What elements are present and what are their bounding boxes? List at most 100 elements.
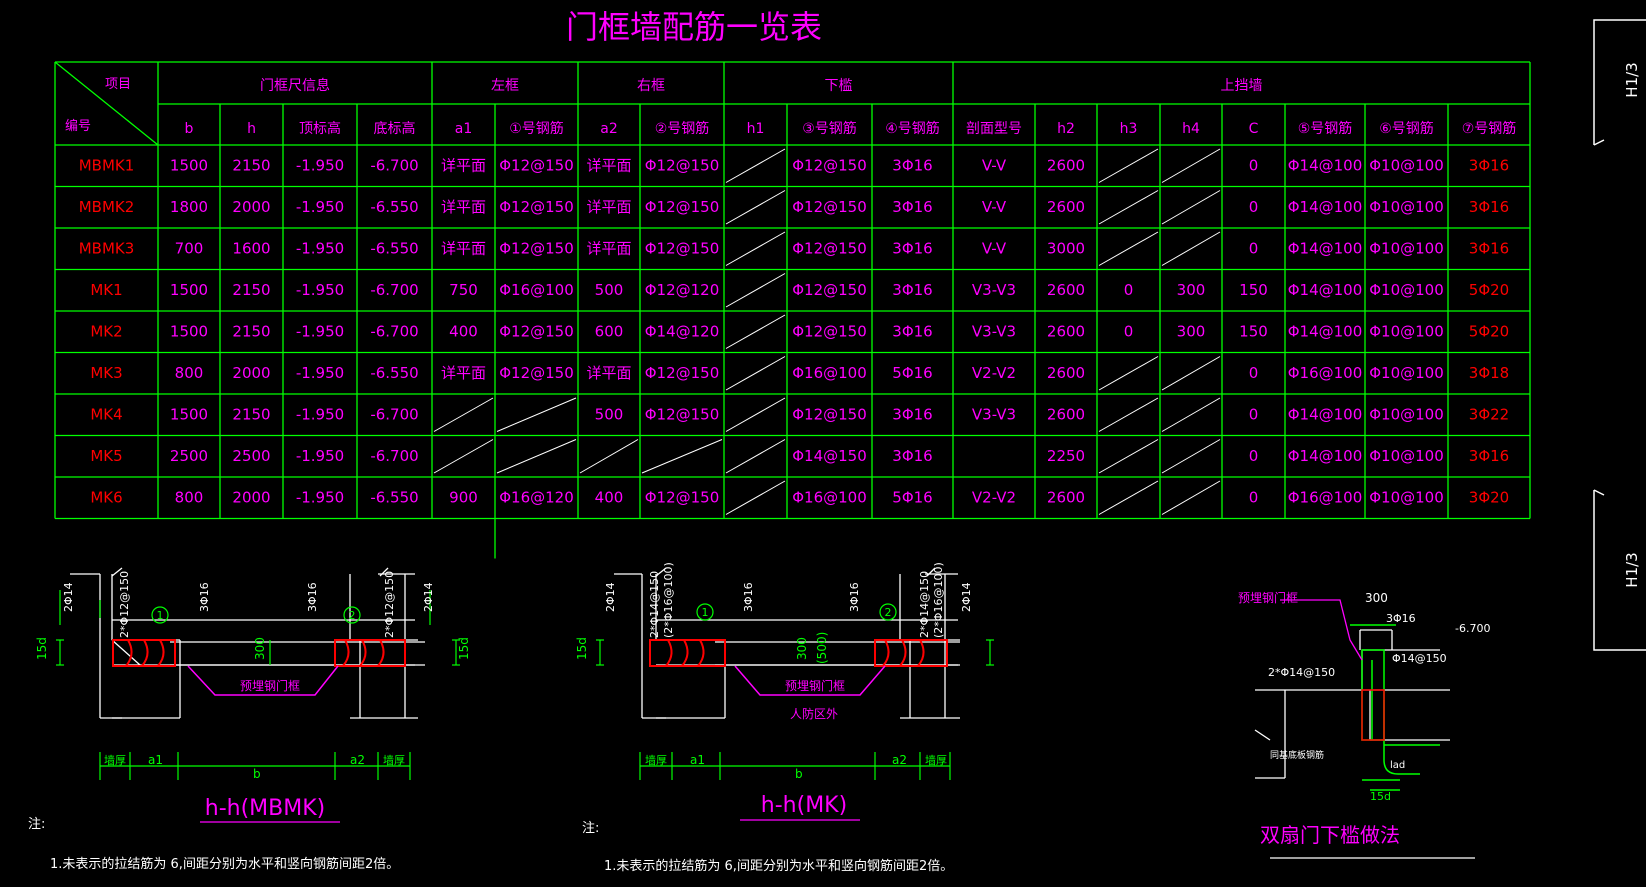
dim-label: 15d	[1370, 790, 1391, 803]
table-cell: Φ12@150	[792, 240, 867, 258]
dim-label: 15d	[35, 637, 49, 660]
side-bracket-top	[1593, 19, 1646, 146]
table-cell: 0	[1249, 364, 1259, 382]
detail3-title: 双扇门下槛做法	[1260, 823, 1400, 847]
row-code: MBMK3	[79, 240, 135, 258]
table-cell: 详平面	[586, 198, 631, 216]
column-header: ②号钢筋	[655, 120, 710, 137]
column-header: ③号钢筋	[802, 120, 857, 137]
empty-cell-slash	[1161, 356, 1221, 391]
table-cell: Φ12@150	[645, 240, 720, 258]
table-cell: 150	[1239, 281, 1268, 299]
table-cell: 详平面	[586, 157, 631, 175]
table-cell: Φ12@150	[792, 198, 867, 216]
table-cell: Φ10@100	[1369, 240, 1444, 258]
empty-cell-slash	[1161, 231, 1221, 266]
column-header: ⑥号钢筋	[1379, 120, 1434, 137]
dim-label: (500)	[815, 632, 829, 664]
table-cell: 详平面	[586, 240, 631, 258]
empty-cell-slash	[725, 148, 786, 183]
column-header: b	[185, 121, 194, 137]
table-cell: Φ12@150	[499, 157, 574, 175]
table-cell: 800	[175, 364, 204, 382]
table-cell: Φ14@120	[645, 323, 720, 341]
table-cell: V3-V3	[972, 281, 1016, 299]
table-cell: 400	[595, 489, 624, 507]
table-cell: Φ12@150	[792, 281, 867, 299]
rebar-label: 3Φ16	[1386, 612, 1416, 625]
table-cell: 0	[1249, 240, 1259, 258]
table-cell: 2000	[232, 364, 270, 382]
table-cell: 0	[1124, 323, 1134, 341]
table-cell: 1500	[170, 323, 208, 341]
rebar-label: 3Φ16	[848, 582, 861, 612]
empty-cell-slash	[496, 397, 577, 432]
table-cell: -1.950	[296, 240, 344, 258]
table-cell: -6.700	[370, 323, 418, 341]
row-code: MK4	[90, 406, 122, 424]
table-cell: 1500	[170, 406, 208, 424]
table-cell: 0	[1249, 406, 1259, 424]
column-header: a1	[455, 121, 473, 137]
table-cell: 1500	[170, 281, 208, 299]
table-cell: -1.950	[296, 281, 344, 299]
embed-label: 预埋钢门框	[785, 678, 845, 693]
table-cell: 5Φ16	[892, 489, 932, 507]
empty-cell-slash	[1098, 480, 1159, 515]
dim-label: 15d	[457, 637, 471, 660]
table-cell: Φ12@150	[499, 364, 574, 382]
rebar-label: 2*Φ12@150	[383, 571, 396, 638]
empty-cell-slash	[1098, 231, 1159, 266]
table-cell: V3-V3	[972, 323, 1016, 341]
empty-cell-slash	[1098, 397, 1159, 432]
table-cell: 1500	[170, 157, 208, 175]
table-cell: 500	[595, 281, 624, 299]
table-cell: 3Φ22	[1469, 406, 1509, 424]
table-cell: V-V	[982, 157, 1007, 175]
table-cell: Φ12@120	[645, 281, 720, 299]
dim-text: a1	[690, 753, 705, 767]
table-cell: 3Φ16	[892, 157, 932, 175]
table-cell: Φ12@150	[645, 406, 720, 424]
table-cell: 3Φ16	[1469, 447, 1509, 465]
table-cell: Φ14@150	[792, 447, 867, 465]
table-cell: 详平面	[441, 364, 486, 382]
dim-text: 墙厚	[104, 753, 126, 767]
dim-text: 墙厚	[925, 753, 947, 767]
table-cell: Φ14@100	[1288, 447, 1363, 465]
table-cell: Φ10@100	[1369, 489, 1444, 507]
empty-cell-slash	[433, 439, 494, 474]
table-cell: Φ14@100	[1288, 240, 1363, 258]
table-cell: 500	[595, 406, 624, 424]
column-header: h4	[1182, 121, 1200, 137]
column-header: h3	[1120, 121, 1138, 137]
rebar-label: (2*Φ16@100)	[662, 562, 675, 638]
note-text-1: 1.未表示的拉结筋为 6,间距分别为水平和竖向钢筋间距2倍。	[50, 856, 399, 872]
table-cell: 400	[449, 323, 478, 341]
table-cell: -1.950	[296, 406, 344, 424]
table-cell: Φ10@100	[1369, 198, 1444, 216]
table-cell: -6.700	[370, 281, 418, 299]
table-cell: 900	[449, 489, 478, 507]
rebar-label: (2*Φ16@100)	[932, 562, 945, 638]
empty-cell-slash	[1161, 190, 1221, 225]
table-cell: 2150	[232, 406, 270, 424]
column-header: 底标高	[374, 120, 416, 137]
table-cell: Φ14@100	[1288, 281, 1363, 299]
empty-cell-slash	[725, 439, 786, 474]
rebar-label: 3Φ16	[742, 582, 755, 612]
column-header: h2	[1057, 121, 1075, 137]
rebar-label: 2*Φ14@150	[918, 571, 931, 638]
table-cell: Φ12@150	[645, 489, 720, 507]
column-header: ④号钢筋	[885, 120, 940, 137]
embed-label: 预埋钢门框	[1238, 590, 1298, 605]
table-cell: 2600	[1047, 281, 1085, 299]
group-header: 右框	[637, 78, 665, 94]
marker-2: 2	[349, 609, 356, 622]
detail-mbmk-section: 1 2 2Φ14 2*Φ12@150 3Φ16 3Φ16 2*Φ12@150 2…	[35, 567, 471, 823]
table-cell: -1.950	[296, 198, 344, 216]
table-cell: -6.700	[370, 406, 418, 424]
embed-label: 预埋钢门框	[240, 678, 300, 693]
column-header: h1	[747, 121, 765, 137]
dim-text: 墙厚	[383, 753, 405, 767]
